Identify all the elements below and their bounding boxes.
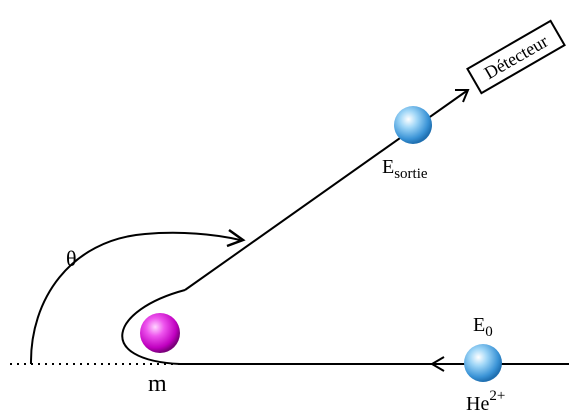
angle-theta-label: θ (66, 246, 77, 271)
target-mass-label: m (148, 371, 167, 397)
alpha-particle-outgoing (394, 106, 432, 144)
ion-charge-superscript: 2+ (489, 388, 505, 404)
energy-out-symbol: E (382, 156, 394, 178)
ion-label: He2+ (466, 388, 505, 415)
alpha-particle-incoming (464, 344, 502, 382)
energy-in-label: E0 (473, 314, 493, 340)
detector: Détecteur (466, 19, 566, 95)
angle-theta-arc (29, 231, 241, 365)
outgoing-arrow-icon (455, 89, 470, 103)
angle-arc-arrow-icon (226, 228, 246, 248)
energy-out-label: Esortie (382, 156, 428, 182)
ion-symbol: He (466, 393, 489, 415)
deflected-trajectory-curve (121, 289, 186, 365)
energy-in-symbol: E (473, 314, 485, 336)
target-nucleus (140, 313, 180, 353)
detector-box (466, 19, 566, 95)
energy-in-subscript: 0 (485, 324, 493, 340)
incoming-arrow-icon (430, 356, 445, 372)
energy-out-subscript: sortie (394, 166, 428, 182)
